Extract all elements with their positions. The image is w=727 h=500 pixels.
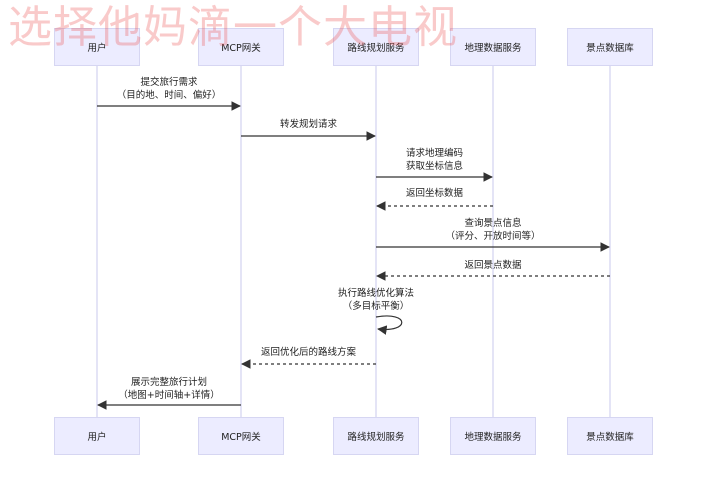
message-label-9: 展示完整旅行计划 （地图+时间轴+详情） [118, 376, 219, 402]
actor-route-top: 路线规划服务 [333, 28, 419, 66]
actor-mcp-bottom: MCP网关 [198, 417, 284, 455]
message-arrow-7 [375, 315, 403, 335]
message-label-line: 返回优化后的路线方案 [260, 347, 357, 358]
actor-user-top: 用户 [54, 28, 140, 66]
message-label-line: 查询景点信息 [464, 218, 522, 229]
message-label-line: 执行路线优化算法 [337, 288, 415, 299]
actor-poi-top: 景点数据库 [567, 28, 653, 66]
message-label-1: 提交旅行需求 （目的地、时间、偏好） [117, 76, 222, 102]
message-label-2: 转发规划请求 [280, 118, 337, 131]
message-label-3: 请求地理编码获取坐标信息 [406, 147, 463, 173]
message-label-line: （目的地、时间、偏好） [116, 90, 222, 101]
actor-geo-top: 地理数据服务 [450, 28, 536, 66]
message-label-line: （地图+时间轴+详情） [118, 390, 220, 401]
message-label-line: （多目标平衡） [342, 301, 410, 312]
message-label-line: 获取坐标信息 [405, 161, 464, 172]
message-label-line: 转发规划请求 [279, 119, 338, 130]
message-label-7: 执行路线优化算法 （多目标平衡） [338, 287, 414, 313]
actor-mcp-top: MCP网关 [198, 28, 284, 66]
actor-user-bottom: 用户 [54, 417, 140, 455]
message-label-8: 返回优化后的路线方案 [261, 346, 356, 359]
message-label-6: 返回景点数据 [464, 259, 521, 272]
message-label-line: 提交旅行需求 [140, 77, 198, 88]
actor-poi-bottom: 景点数据库 [567, 417, 653, 455]
message-label-line: 展示完整旅行计划 [130, 377, 208, 388]
message-label-line: 请求地理编码 [405, 148, 464, 159]
message-label-line: 返回坐标数据 [405, 188, 464, 199]
message-label-5: 查询景点信息 （评分、开放时间等） [445, 217, 540, 243]
message-label-4: 返回坐标数据 [406, 187, 463, 200]
message-label-line: 返回景点数据 [464, 260, 522, 271]
actor-geo-bottom: 地理数据服务 [450, 417, 536, 455]
message-label-line: （评分、开放时间等） [445, 231, 541, 242]
actor-route-bottom: 路线规划服务 [333, 417, 419, 455]
